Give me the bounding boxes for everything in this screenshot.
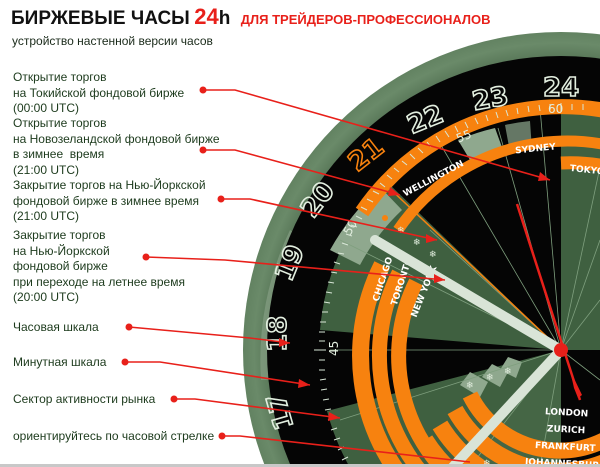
- hour-23: 23: [470, 81, 511, 117]
- subtitle: устройство настенной версии часов: [12, 34, 213, 48]
- hour-hand: [446, 346, 565, 467]
- svg-text:❄: ❄: [429, 250, 437, 260]
- annotation-minute-scale: Минутная шкала: [13, 355, 107, 369]
- asia-market-rings: [355, 99, 600, 234]
- center-pin: [554, 343, 568, 357]
- svg-text:60: 60: [548, 102, 563, 116]
- clock-hands: [370, 203, 582, 467]
- annotation-ny-close-summer: Закрытие торгов на Нью-Йоркской фондовой…: [13, 228, 185, 304]
- market-zurich: ZURICH: [547, 424, 586, 436]
- hour-18: 18: [263, 316, 293, 352]
- annotation-hour-scale: Часовая шкала: [13, 320, 99, 334]
- annotation-market-sector: Сектор активности рынка: [13, 392, 156, 406]
- market-london: LONDON: [545, 407, 589, 419]
- page-title: БИРЖЕВЫЕ ЧАСЫ 24h ДЛЯ ТРЕЙДЕРОВ-ПРОФЕССИ…: [11, 4, 491, 30]
- svg-text:❄: ❄: [483, 459, 491, 467]
- svg-text:❄: ❄: [504, 367, 512, 377]
- annotation-nz-open: Открытие торгов на Новозеландской фондов…: [13, 116, 220, 177]
- leader-arrowheads: [279, 172, 550, 421]
- title-suffix: ДЛЯ ТРЕЙДЕРОВ-ПРОФЕССИОНАЛОВ: [240, 12, 491, 27]
- minute-hand: [370, 235, 566, 355]
- leader-dots: [121, 86, 226, 440]
- annotation-tokyo-open: Открытие торгов на Токийской фондовой би…: [13, 70, 185, 115]
- market-tokyo: TOKYO: [569, 164, 600, 178]
- svg-text:❄: ❄: [486, 373, 494, 383]
- annotation-ny-close-winter: Закрытие торгов на Нью-Йоркской фондовой…: [13, 178, 206, 223]
- bottom-border: [0, 464, 600, 467]
- second-hand: [515, 203, 582, 401]
- svg-text:❄: ❄: [397, 226, 405, 236]
- title-24: 24: [194, 4, 219, 29]
- winter-snowflake-icons: ❄ ❄ ❄ ❄ ❄ ❄ ❄: [397, 226, 512, 467]
- title-h: h: [218, 8, 231, 29]
- title-main: БИРЖЕВЫЕ ЧАСЫ: [11, 8, 190, 29]
- svg-text:45: 45: [327, 341, 341, 356]
- svg-text:❄: ❄: [466, 381, 474, 391]
- market-johannesburg: JOHANNESBURG: [524, 457, 600, 467]
- svg-text:55: 55: [454, 127, 473, 146]
- leader-lines: [125, 89, 551, 463]
- svg-text:❄: ❄: [413, 238, 421, 248]
- hour-24: 24: [543, 73, 579, 103]
- market-frankfurt: FRANKFURT: [535, 441, 597, 454]
- annotation-hour-hand-hint: ориентируйтесь по часовой стрелке: [13, 429, 215, 443]
- market-sydney: SYDNEY: [515, 142, 557, 156]
